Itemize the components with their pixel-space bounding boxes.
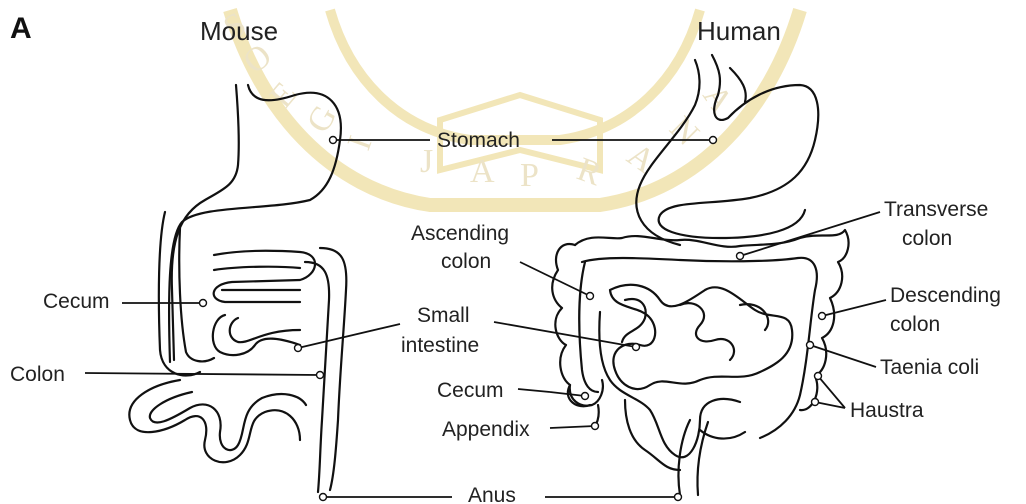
label-haustra: Haustra xyxy=(850,399,924,422)
label-transverse-colon-line2: colon xyxy=(902,227,952,250)
panel-label: A xyxy=(10,12,32,45)
label-descending-colon-line2: colon xyxy=(890,313,940,336)
label-anus: Anus xyxy=(468,484,516,504)
label-ascending-colon-line1: Ascending xyxy=(411,222,509,245)
watermark-letter-6: J xyxy=(420,143,433,180)
label-colon: Colon xyxy=(10,363,65,386)
label-transverse-colon-line1: Transverse xyxy=(884,198,988,221)
label-descending-colon-line1: Descending xyxy=(890,284,1001,307)
watermark-letter-7: A xyxy=(470,153,495,190)
label-small-intestine-line2: intestine xyxy=(401,334,479,357)
label-cecum-human: Cecum xyxy=(437,379,504,402)
label-stomach: Stomach xyxy=(437,129,520,152)
human-title: Human xyxy=(697,16,781,46)
watermark-letter-11: N xyxy=(662,109,706,153)
label-taenia-coli: Taenia coli xyxy=(880,356,979,379)
label-appendix: Appendix xyxy=(442,418,530,441)
anchor-dots xyxy=(200,137,826,501)
label-cecum-mouse: Cecum xyxy=(43,290,110,313)
label-small-intestine-line1: Small xyxy=(417,304,470,327)
watermark-letter-5: I xyxy=(341,131,380,154)
label-ascending-colon-line2: colon xyxy=(441,250,491,273)
mouse-title: Mouse xyxy=(200,16,278,46)
watermark-letter-8: P xyxy=(520,157,539,194)
